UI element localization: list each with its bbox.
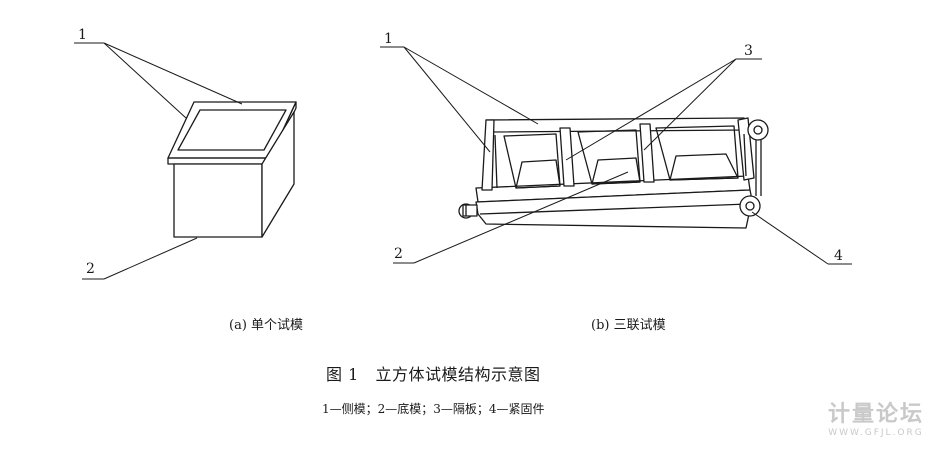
watermark-text: 计量论坛 [827, 402, 924, 427]
callout-a-2: 2 [86, 261, 95, 277]
callout-b-3: 3 [744, 43, 753, 59]
caption-triple-mold: (b) 三联试模 [591, 318, 666, 333]
caption-single-mold: (a) 单个试模 [229, 318, 304, 333]
single-mold [167, 101, 297, 238]
callout-a-1: 1 [78, 27, 87, 43]
callout-b-4: 4 [834, 248, 843, 264]
figure-title: 图 1 立方体试模结构示意图 [326, 365, 541, 384]
callout-b-1: 1 [384, 31, 393, 47]
single-mold-leaders [74, 42, 243, 280]
triple-mold-leaders [380, 46, 852, 265]
watermark-url: WWW.GFJL.ORG [828, 428, 924, 438]
watermark: 计量论坛 WWW.GFJL.ORG [828, 402, 924, 439]
callout-b-2: 2 [394, 246, 403, 262]
figure-legend: 1—侧模；2—底模；3—隔板；4—紧固件 [322, 402, 545, 416]
triple-mold [458, 117, 769, 229]
